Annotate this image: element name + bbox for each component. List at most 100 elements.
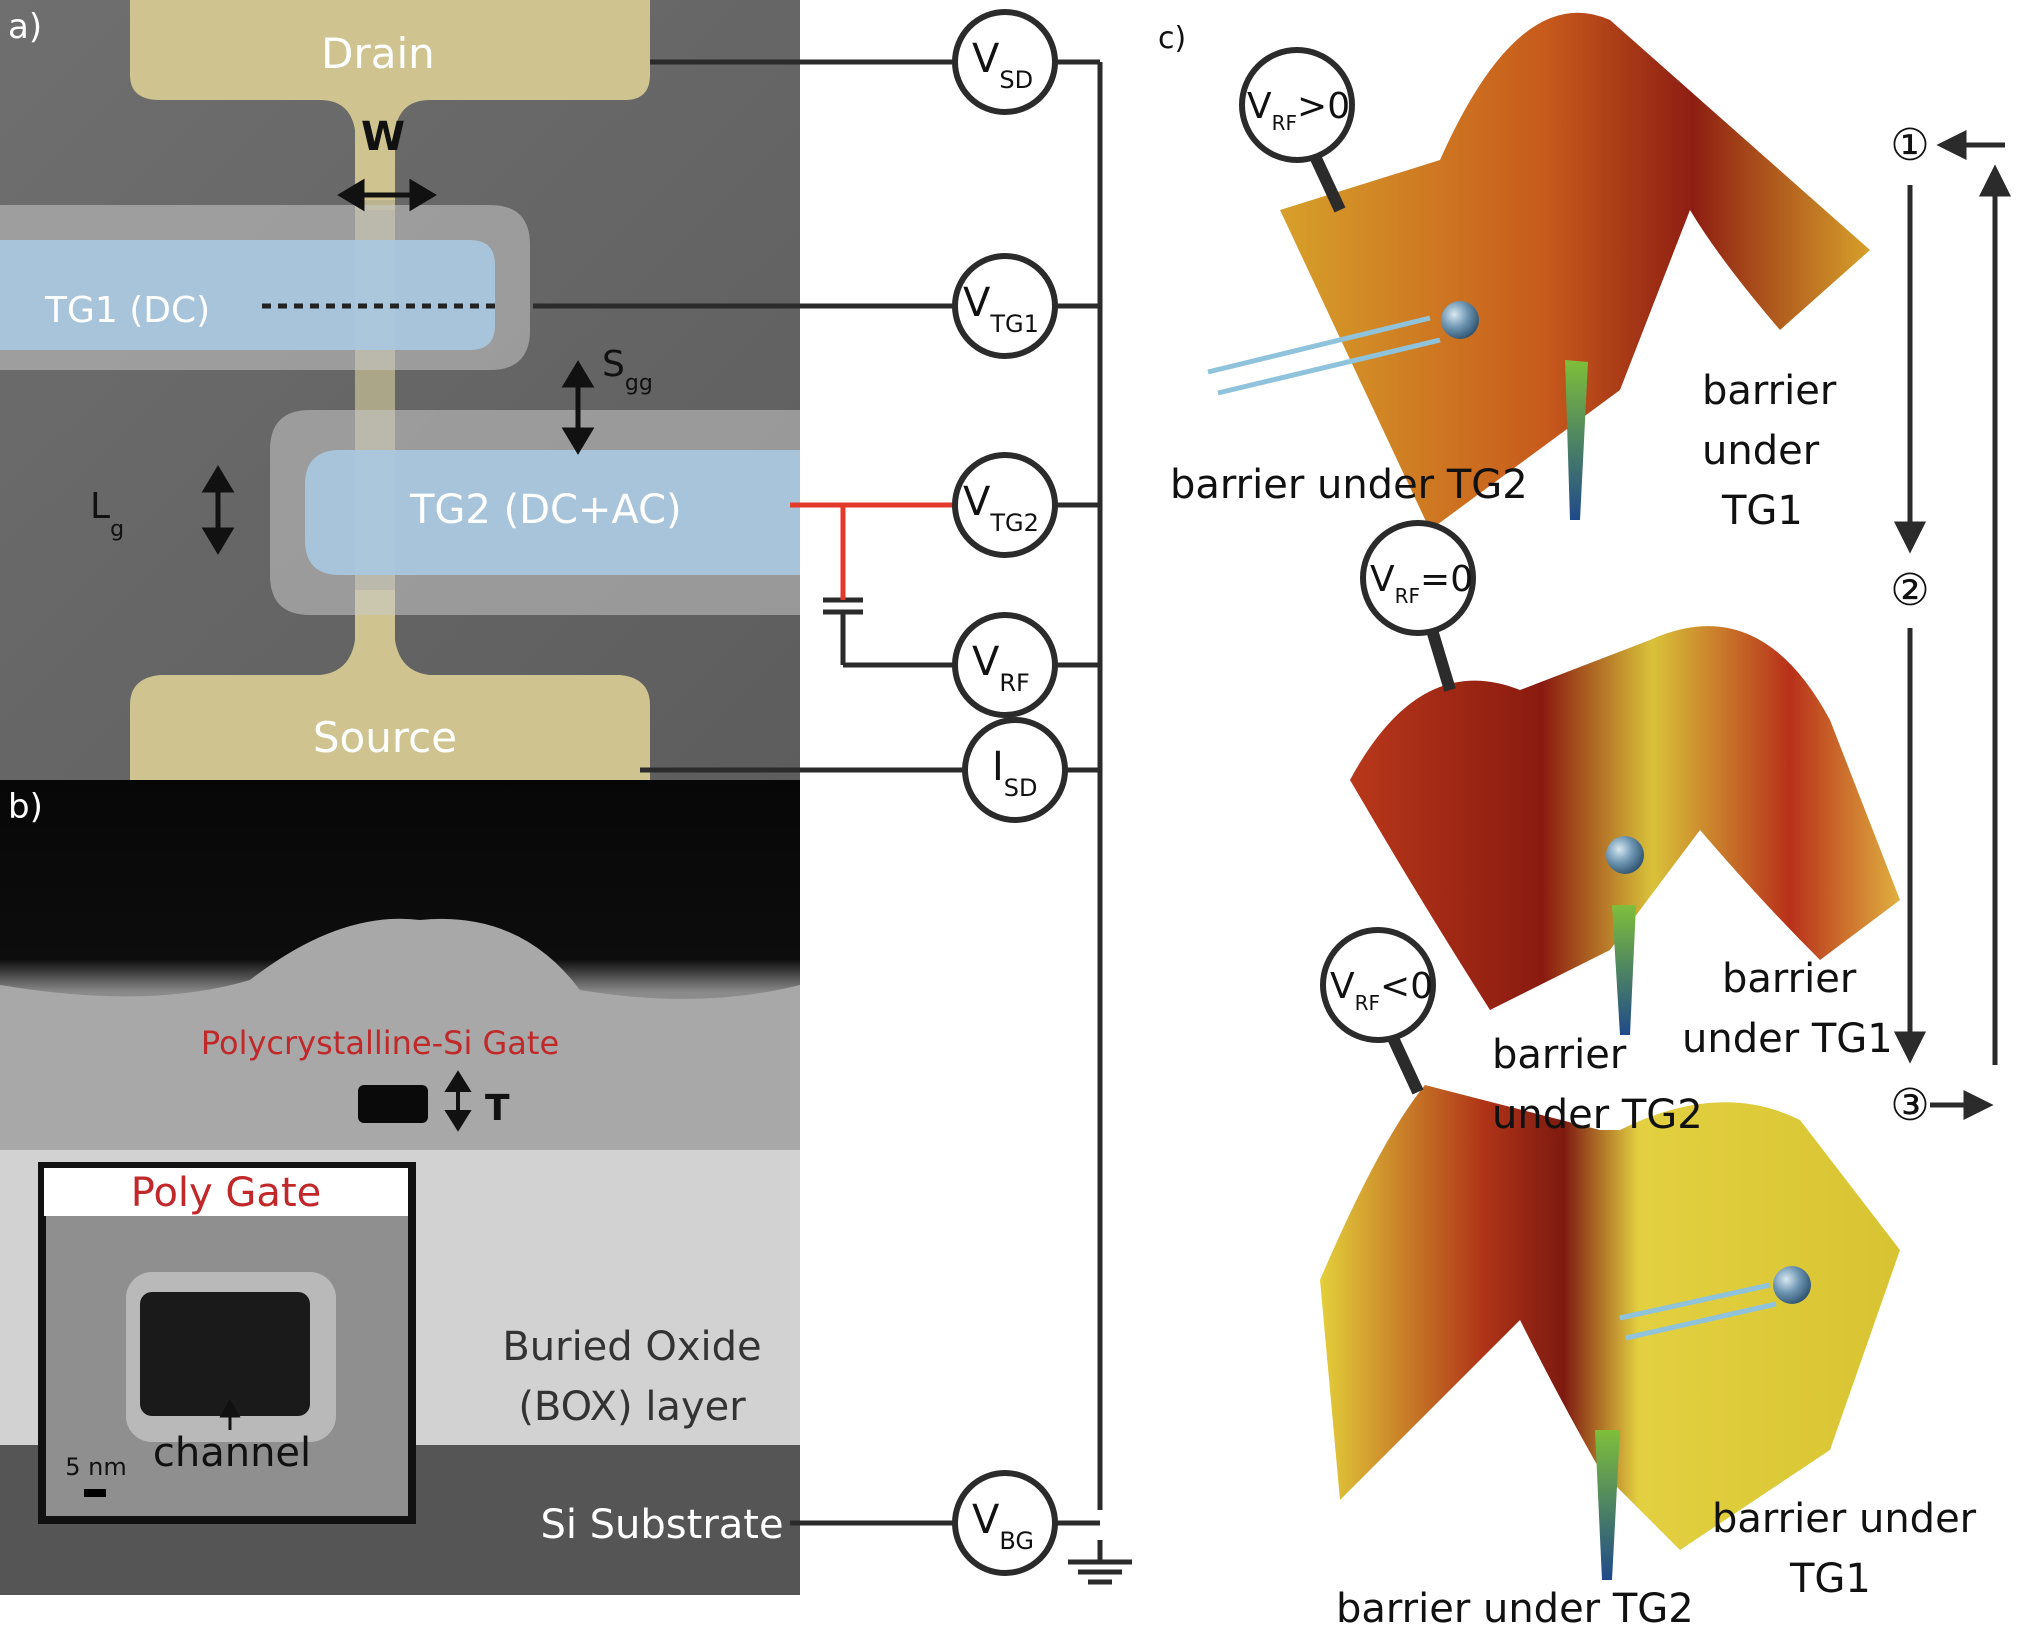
vrf-pos-main: V	[1247, 86, 1272, 127]
panel-b-label: b)	[8, 787, 43, 827]
box-label-1: Buried Oxide	[502, 1324, 761, 1370]
nanowire-cross-section	[358, 1085, 428, 1123]
vbg-circle	[952, 1470, 1058, 1576]
vsd-sub: SD	[999, 66, 1033, 94]
top-tg1-label-1: barrier	[1702, 368, 1837, 414]
electron-mid	[1606, 836, 1644, 874]
poly-si-gate-label: Polycrystalline-Si Gate	[201, 1024, 559, 1062]
vrf-circle	[952, 612, 1058, 718]
isd-main: I	[992, 744, 1004, 790]
poly-si-region	[0, 918, 800, 1160]
top-tg1-label-3: TG1	[1721, 488, 1803, 534]
vrf-circles	[1239, 47, 1476, 1043]
vrf-main: V	[972, 639, 1000, 685]
gate-stubs	[1307, 149, 1456, 1095]
vsd-label: VSD	[972, 36, 1033, 94]
sgg-main: S	[602, 344, 625, 385]
source-pad	[130, 590, 650, 780]
landscape-mid	[1350, 626, 1900, 1010]
drain-pad	[130, 0, 650, 210]
labels: a) b) c) Drain Source W TG1 (DC) TG2 (DC…	[8, 7, 1977, 1632]
scale-bar	[84, 1489, 106, 1497]
vbg-sub: BG	[999, 1527, 1034, 1555]
vrf-zero-circle	[1360, 520, 1476, 636]
electron-track-top	[1207, 315, 1441, 396]
vrf-pos-label: VRF>0	[1247, 86, 1350, 135]
vrf-neg-label: VRF<0	[1330, 966, 1433, 1015]
vtg2-sub: TG2	[989, 509, 1039, 537]
bot-tg1-label-2: TG1	[1789, 1556, 1871, 1602]
step-2: ②	[1890, 565, 1929, 616]
landscape-mid-spike	[1612, 905, 1636, 1035]
vrf-pos-sub: RF	[1272, 111, 1297, 135]
vrf-label: VRF	[972, 639, 1030, 697]
landscape-bot	[1320, 1085, 1900, 1550]
channel-arrow	[219, 1398, 241, 1430]
vrf-neg-main: V	[1330, 966, 1355, 1007]
vrf-neg-rel: <0	[1380, 966, 1433, 1007]
mid-tg1-label-1: barrier	[1722, 956, 1857, 1002]
lg-label: Lg	[90, 486, 124, 542]
inset-title-box	[44, 1168, 408, 1216]
mid-tg1-label-2: under TG1	[1682, 1016, 1893, 1062]
isd-label: ISD	[992, 744, 1038, 802]
vrf-sub: RF	[999, 669, 1029, 697]
vtg1-sub: TG1	[989, 310, 1039, 338]
landscape-top-spike	[1565, 360, 1588, 520]
drain-label: Drain	[321, 29, 435, 78]
isd-sub: SD	[1004, 774, 1038, 802]
tg1-label: TG1 (DC)	[44, 290, 210, 331]
cycle-arrows	[1893, 129, 2012, 1121]
mid-tg2-label-2: under TG2	[1492, 1092, 1703, 1138]
poly-gate-label: Poly Gate	[131, 1170, 321, 1216]
panel-c	[1207, 12, 2012, 1580]
electron-top	[1441, 301, 1479, 339]
bot-tg1-label-1: barrier under	[1712, 1496, 1977, 1542]
channel-label: channel	[153, 1430, 311, 1476]
vrf-pos-circle	[1239, 47, 1355, 163]
lg-sub: g	[110, 517, 124, 542]
vrf-neg-sub: RF	[1355, 991, 1380, 1015]
vbg-label: VBG	[972, 1497, 1034, 1555]
width-label: W	[361, 114, 405, 160]
tg2-gate	[305, 450, 800, 575]
source-label: Source	[313, 713, 457, 762]
landscape-top	[1280, 12, 1870, 530]
tg1-gate	[0, 240, 495, 350]
panel-a	[0, 0, 800, 780]
box-label-2: (BOX) layer	[518, 1384, 746, 1430]
landscape-bot-spike	[1595, 1430, 1620, 1580]
mid-tg2-label-1: barrier	[1492, 1032, 1627, 1078]
substrate-label: Si Substrate	[540, 1502, 783, 1548]
lg-main: L	[90, 486, 110, 527]
step-1: ①	[1890, 120, 1929, 171]
vrf-zero-rel: =0	[1420, 559, 1473, 600]
circuit-wires	[533, 59, 1132, 1585]
vtg1-main: V	[963, 280, 991, 326]
top-tg1-label-2: under	[1702, 428, 1820, 474]
dimension-arrows	[201, 178, 595, 555]
step-3: ③	[1890, 1080, 1929, 1131]
panel-b	[0, 780, 800, 1595]
vrf-zero-main: V	[1370, 559, 1395, 600]
vtg2-main: V	[963, 479, 991, 525]
vtg1-label: VTG1	[963, 280, 1039, 338]
t-arrow	[444, 1070, 472, 1132]
scale-label: 5 nm	[65, 1453, 127, 1481]
vrf-zero-label: VRF=0	[1370, 559, 1473, 608]
vrf-pos-rel: >0	[1297, 86, 1350, 127]
ac-feed-lines	[790, 502, 955, 600]
isd-circle	[962, 717, 1068, 823]
vsd-main: V	[972, 36, 1000, 82]
vtg2-label: VTG2	[963, 479, 1039, 537]
tg2-label: TG2 (DC+AC)	[409, 487, 682, 533]
vtg2-circle	[952, 452, 1058, 558]
vrf-neg-circle	[1320, 927, 1436, 1043]
bot-tg2-label: barrier under TG2	[1336, 1586, 1694, 1632]
electron-bot	[1773, 1266, 1811, 1304]
panel-c-label: c)	[1158, 21, 1186, 56]
t-label: T	[485, 1088, 510, 1129]
top-tg2-label: barrier under TG2	[1170, 462, 1528, 508]
